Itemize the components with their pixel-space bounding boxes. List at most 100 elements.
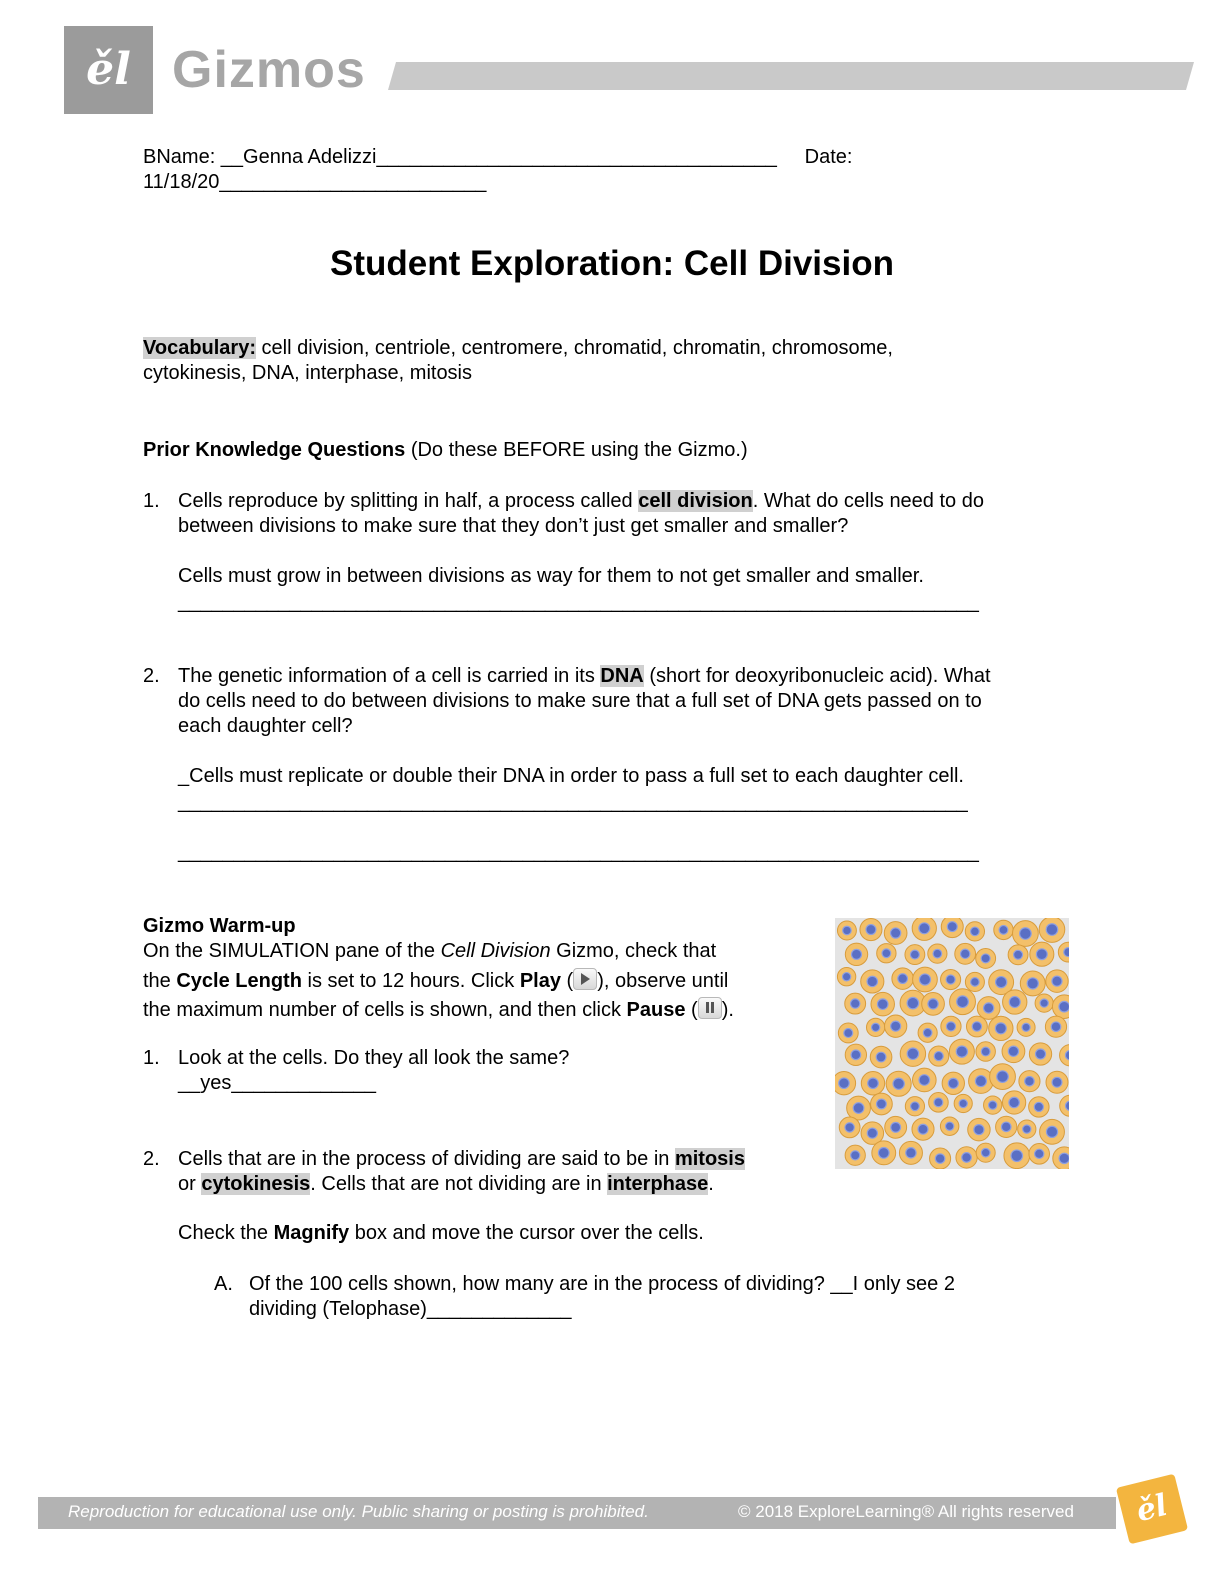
cell-nucleus: [1045, 1125, 1059, 1139]
name-date-line: BName: __Genna Adelizzi_________________…: [143, 146, 853, 168]
cell-nucleus: [1063, 947, 1069, 958]
cell-nucleus: [875, 1051, 887, 1063]
cell-nucleus: [956, 995, 969, 1009]
cell-nucleus: [1045, 923, 1059, 936]
cell-nucleus: [944, 1121, 955, 1131]
el-logo-icon: ěl: [86, 44, 131, 95]
cell-nucleus: [876, 998, 889, 1011]
cell-nucleus: [1064, 1100, 1069, 1112]
cell-nucleus: [852, 1102, 865, 1115]
cell-nucleus: [1012, 949, 1024, 960]
header-bar: [388, 62, 1194, 90]
cell-nucleus: [917, 1123, 929, 1135]
cell-nucleus: [1039, 998, 1049, 1008]
warmup-q2-a-line-2: dividing (Telophase)_____________: [249, 1298, 572, 1320]
cell-nucleus: [1026, 977, 1039, 990]
cell-nucleus: [838, 1077, 850, 1090]
cell-nucleus: [843, 1027, 854, 1039]
cell-nucleus: [877, 1146, 890, 1159]
cell-nucleus: [933, 1050, 944, 1062]
cells-simulation-image: [835, 918, 1069, 1169]
pause-icon: [697, 997, 722, 1019]
warmup-q1: 1.Look at the cells. Do they all look th…: [143, 1047, 570, 1069]
cell-nucleus: [932, 948, 943, 959]
warmup-q2: 2.Cells that are in the process of divid…: [143, 1148, 745, 1170]
cell-nucleus: [945, 1021, 957, 1032]
cell-nucleus: [980, 1147, 991, 1158]
cell-nucleus: [974, 1074, 988, 1088]
cell: [1059, 1094, 1069, 1117]
cell-nucleus: [875, 1098, 887, 1110]
warmup-q1-answer: __yes_____________: [178, 1072, 376, 1094]
cell-nucleus: [973, 1124, 985, 1136]
cell-nucleus: [1034, 1048, 1047, 1060]
cell-nucleus: [1024, 1075, 1035, 1087]
cell-nucleus: [959, 948, 971, 960]
cell-nucleus: [1022, 1124, 1032, 1134]
cell-nucleus: [1010, 1149, 1024, 1163]
cell-nucleus: [947, 1077, 959, 1089]
cell-nucleus: [909, 949, 920, 960]
warmup-heading: Gizmo Warm-up: [143, 915, 296, 937]
cell-nucleus: [890, 1020, 902, 1032]
warmup-line-1: On the SIMULATION pane of the Cell Divis…: [143, 940, 717, 962]
vocabulary-label: Vocabulary:: [143, 337, 256, 359]
cell-nucleus: [841, 971, 852, 982]
cell-nucleus: [980, 1046, 991, 1057]
cell-nucleus: [918, 1074, 931, 1086]
page-title: Student Exploration: Cell Division: [330, 244, 894, 283]
cell-nucleus: [1033, 1101, 1045, 1113]
cell-nucleus: [1000, 1121, 1012, 1133]
prior-q2-line-3: each daughter cell?: [178, 715, 353, 737]
cell-nucleus: [897, 973, 909, 985]
cell-nucleus: [927, 998, 939, 1010]
cell-nucleus: [1033, 1148, 1045, 1160]
cell-nucleus: [849, 998, 861, 1009]
cell-nucleus: [1050, 1021, 1062, 1033]
cell-nucleus: [850, 1150, 861, 1161]
cell-nucleus: [971, 1021, 983, 1032]
cell-nucleus: [970, 977, 980, 987]
cell-nucleus: [892, 1077, 905, 1090]
cell-nucleus: [1008, 995, 1021, 1009]
prior-knowledge-heading: Prior Knowledge Questions (Do these BEFO…: [143, 439, 748, 461]
cell-nucleus: [969, 926, 980, 937]
footer-bar: [38, 1497, 1116, 1529]
cell-nucleus: [1007, 1045, 1020, 1057]
cell-nucleus: [945, 974, 956, 985]
cell-nucleus: [933, 1097, 944, 1108]
cell-nucleus: [922, 1027, 933, 1038]
vocabulary-line-2: cytokinesis, DNA, interphase, mitosis: [143, 362, 473, 384]
prior-q1-line-2: between divisions to make sure that they…: [178, 515, 849, 537]
prior-q2-blank-1: ________________________________________…: [178, 791, 968, 813]
cell-nucleus: [1064, 1049, 1069, 1061]
cell-nucleus: [909, 1101, 920, 1112]
cell-nucleus: [1058, 1000, 1069, 1013]
term-dna: DNA: [600, 665, 644, 687]
cell-nucleus: [1051, 975, 1063, 987]
cell-nucleus: [958, 1098, 968, 1109]
cell-nucleus: [955, 1045, 969, 1058]
cell-nucleus: [946, 921, 958, 933]
term-cytokinesis: cytokinesis: [201, 1173, 311, 1195]
cell-nucleus: [934, 1153, 946, 1164]
prior-q1: 1.Cells reproduce by splitting in half, …: [143, 490, 984, 512]
cell: [1059, 1044, 1069, 1067]
term-interphase: interphase: [607, 1173, 709, 1195]
cell-nucleus: [1021, 1022, 1031, 1032]
cell-nucleus: [890, 1121, 902, 1133]
cell-nucleus: [889, 927, 902, 939]
cell-nucleus: [1058, 1152, 1069, 1165]
explorelearning-logo-icon: ěl: [1115, 1473, 1189, 1545]
cell-nucleus: [918, 922, 931, 935]
prior-q2: 2.The genetic information of a cell is c…: [143, 665, 991, 687]
warmup-q2-line-2: or cytokinesis. Cells that are not divid…: [178, 1173, 714, 1195]
prior-q2-line-2: do cells need to do between divisions to…: [178, 690, 982, 712]
cell-nucleus: [994, 1022, 1007, 1035]
cell-nucleus: [844, 1122, 855, 1133]
cell-nucleus: [961, 1152, 972, 1163]
magnify-instruction: Check the Magnify box and move the curso…: [178, 1222, 704, 1244]
cells-illustration: [835, 918, 1069, 1169]
prior-q2-answer: _Cells must replicate or double their DN…: [178, 765, 964, 787]
prior-q1-blank: ________________________________________…: [178, 591, 979, 613]
